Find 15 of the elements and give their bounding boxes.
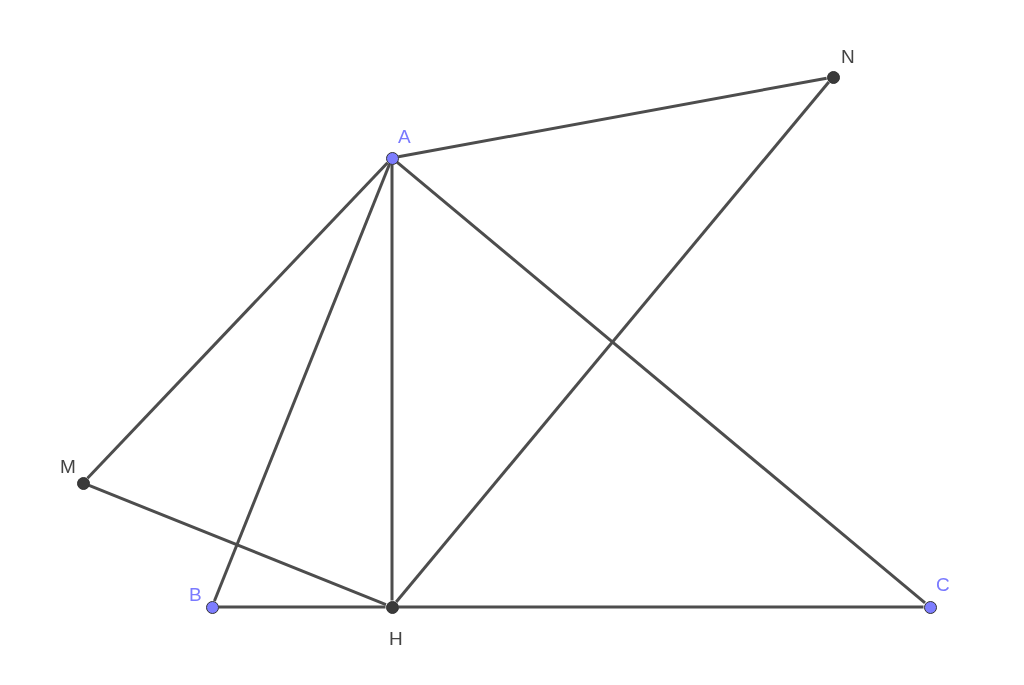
line-segment [213, 163, 391, 602]
point-label: H [389, 629, 403, 649]
line-segment [398, 76, 827, 159]
line-segment [88, 484, 387, 606]
line-segment [395, 81, 830, 603]
point-label: M [60, 457, 76, 477]
point-label: A [398, 127, 411, 147]
line-segment [396, 161, 926, 604]
line-segment [390, 164, 394, 601]
line-segment [218, 605, 386, 609]
line-segment [398, 605, 924, 609]
point-label: C [936, 575, 950, 595]
point-label: B [189, 585, 202, 605]
line-segment [86, 161, 389, 480]
point-label: N [841, 47, 855, 67]
